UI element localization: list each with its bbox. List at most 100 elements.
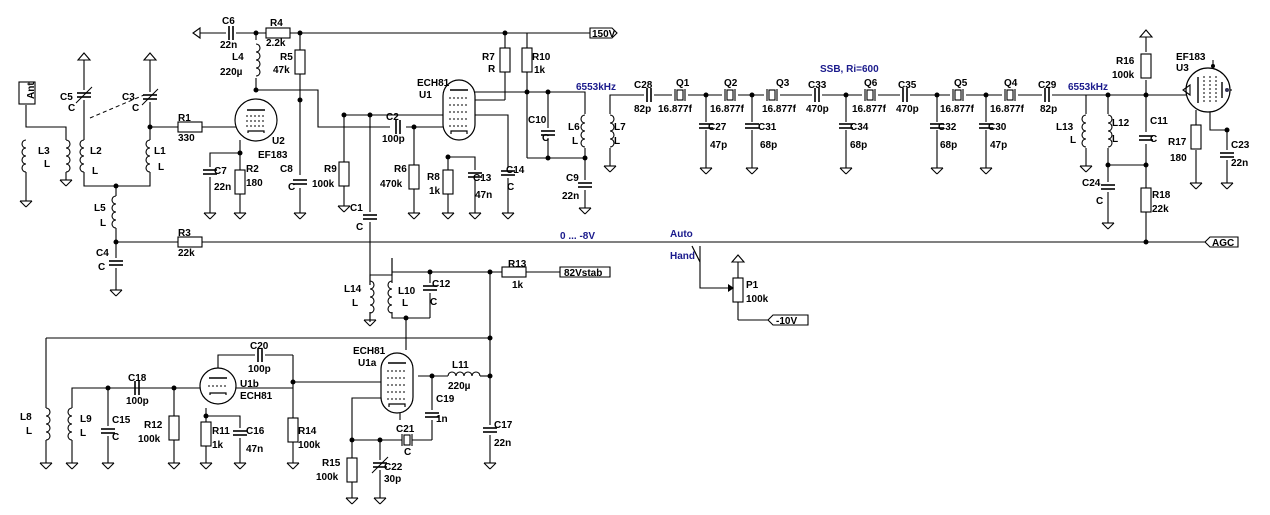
part-ref: C19 <box>436 394 455 405</box>
part-ref: L13 <box>1056 122 1074 133</box>
part-value: 16.877f <box>762 104 797 115</box>
part-value: 47n <box>246 444 263 455</box>
part-ref: R4 <box>270 18 283 29</box>
part-ref: C12 <box>432 279 451 290</box>
part-ref: R12 <box>144 420 163 431</box>
part-ref: C7 <box>214 166 227 177</box>
part-value: 100k <box>316 472 339 483</box>
part-ref: C9 <box>566 173 579 184</box>
part-value: 22k <box>1152 204 1169 215</box>
part-ref: Q2 <box>724 78 738 89</box>
part-ref: C35 <box>898 80 917 91</box>
part-ref: C21 <box>396 424 415 435</box>
net-label-agc: AGC <box>1212 238 1234 249</box>
part-ref: L11 <box>452 360 469 371</box>
part-value: 22n <box>220 40 237 51</box>
part-ref: R5 <box>280 52 293 63</box>
part-ref: C27 <box>708 122 727 133</box>
part-ref: C5 <box>60 92 73 103</box>
part-ref: Q1 <box>676 78 690 89</box>
part-value: 100p <box>248 364 271 375</box>
part-ref: C4 <box>96 248 109 259</box>
part-value: C <box>404 447 411 458</box>
part-ref: P1 <box>746 280 759 291</box>
agc-range-note: 0 ... -8V <box>560 231 595 242</box>
part-ref: R10 <box>532 52 551 63</box>
part-ref: C34 <box>850 122 869 133</box>
part-labels: C6 22n R4 2.2k L4 220µ R5 47k C5 C C3 C … <box>20 16 1250 485</box>
part-ref: C32 <box>938 122 957 133</box>
part-value: C <box>288 182 295 193</box>
part-value: 47p <box>710 140 727 151</box>
junction-dots <box>105 30 1230 443</box>
part-ref: L2 <box>90 146 102 157</box>
part-value: 16.877f <box>990 104 1025 115</box>
part-ref: Q5 <box>954 78 968 89</box>
part-ref: C18 <box>128 373 147 384</box>
net-label-ant: Ant <box>26 82 37 99</box>
part-ref: C28 <box>634 80 653 91</box>
part-ref: Q6 <box>864 78 878 89</box>
tube-u1-type: ECH81 <box>417 78 450 89</box>
part-value: 470k <box>380 179 403 190</box>
part-ref: L3 <box>38 146 50 157</box>
tube-u1b-type: ECH81 <box>240 391 273 402</box>
part-value: 22k <box>178 248 195 259</box>
part-ref: R9 <box>324 164 337 175</box>
part-ref: R17 <box>1168 137 1187 148</box>
part-value: 180 <box>246 178 263 189</box>
part-ref: C23 <box>1231 140 1250 151</box>
part-value: L <box>92 166 98 177</box>
part-ref: C31 <box>758 122 777 133</box>
part-ref: C1 <box>350 203 363 214</box>
part-value: 1k <box>512 280 524 291</box>
part-value: 22n <box>214 182 231 193</box>
part-ref: C6 <box>222 16 235 27</box>
part-value: R <box>488 64 496 75</box>
net-label-82v: 82Vstab <box>564 268 602 279</box>
part-ref: L4 <box>232 52 244 63</box>
part-ref: C29 <box>1038 80 1057 91</box>
part-value: 220µ <box>220 67 243 78</box>
part-ref: L1 <box>154 146 166 157</box>
part-ref: L6 <box>568 122 580 133</box>
part-value: C <box>1150 134 1157 145</box>
part-value: 100k <box>138 434 161 445</box>
tube-u1a-type: ECH81 <box>353 346 386 357</box>
part-value: C <box>542 133 549 144</box>
part-ref: C15 <box>112 415 131 426</box>
part-value: 1k <box>534 65 546 76</box>
part-value: 16.877f <box>710 104 745 115</box>
part-value: 47k <box>273 65 290 76</box>
part-value: C <box>1096 196 1103 207</box>
part-ref: L14 <box>344 284 362 295</box>
tube-u2-name: U2 <box>272 136 285 147</box>
part-value: L <box>1112 134 1118 145</box>
tube-u2-type: EF183 <box>258 150 288 161</box>
part-value: 100k <box>746 294 769 305</box>
part-value: 1k <box>212 440 224 451</box>
part-value: C <box>132 103 139 114</box>
part-value: 100k <box>1112 70 1135 81</box>
part-value: 22n <box>562 191 579 202</box>
part-value: C <box>430 297 437 308</box>
part-ref: R11 <box>212 426 230 437</box>
part-value: C <box>507 182 514 193</box>
components <box>18 25 1239 505</box>
part-value: 16.877f <box>658 104 693 115</box>
part-value: L <box>80 428 86 439</box>
part-value: L <box>158 162 164 173</box>
part-ref: R2 <box>246 164 259 175</box>
tube-u3-type: EF183 <box>1176 52 1206 63</box>
part-ref: R7 <box>482 52 495 63</box>
part-ref: L5 <box>94 203 106 214</box>
part-value: 100p <box>382 134 405 145</box>
part-value: 470p <box>806 104 829 115</box>
part-ref: C24 <box>1082 178 1101 189</box>
part-ref: C17 <box>494 420 513 431</box>
part-value: L <box>614 136 620 147</box>
freq-note-2: 6553kHz <box>1068 82 1108 93</box>
tube-u1-name: U1 <box>419 90 432 101</box>
part-ref: L10 <box>398 286 416 297</box>
